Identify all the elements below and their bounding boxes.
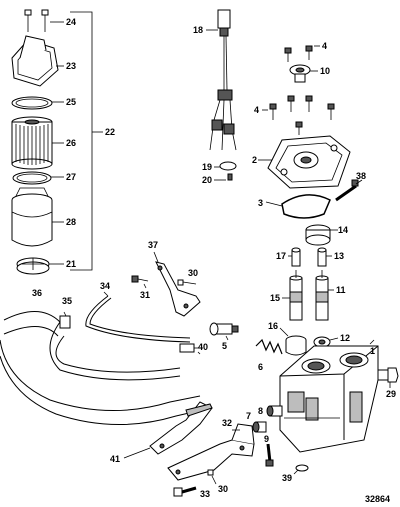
cover-plate-2	[258, 135, 351, 189]
line-34	[85, 291, 191, 343]
callout-17: 17	[276, 251, 286, 261]
washer-39	[293, 464, 309, 475]
insulator-13	[317, 247, 332, 267]
bracket-41	[123, 401, 213, 459]
callout-5: 5	[222, 341, 227, 351]
callout-7: 7	[246, 411, 251, 421]
bracket-37	[153, 251, 201, 317]
gasket-3	[265, 194, 331, 219]
screw-31	[131, 275, 149, 289]
callout-6: 6	[258, 362, 263, 372]
callout-10: 10	[320, 66, 330, 76]
callout-38: 38	[356, 171, 366, 181]
hose-36	[0, 311, 203, 425]
callout-28: 28	[66, 217, 76, 227]
drain-cap-21	[16, 257, 64, 275]
bolts-4-lower	[262, 95, 335, 135]
callout-21: 21	[66, 259, 76, 269]
filter-group-bracket	[70, 11, 103, 271]
fitting-9	[265, 443, 274, 467]
filter-cover-23	[11, 35, 64, 87]
cap-14	[305, 224, 338, 246]
callout-1: 1	[370, 346, 375, 356]
callout-14: 14	[338, 225, 348, 235]
stud-33	[173, 486, 197, 497]
fuel-pump-11	[315, 270, 334, 321]
wire-harness-18	[206, 9, 237, 151]
callout-11: 11	[336, 285, 346, 295]
callout-39: 39	[282, 473, 292, 483]
fuel-pump-15	[282, 270, 303, 321]
o-ring-27	[12, 171, 64, 185]
insulator-17	[288, 247, 301, 267]
fitting-5	[209, 322, 239, 341]
callout-15: 15	[270, 293, 280, 303]
callout-20: 20	[202, 175, 212, 185]
callout-36: 36	[32, 288, 42, 298]
callout-40: 40	[198, 342, 208, 352]
callout-37: 37	[148, 240, 158, 250]
cup-16	[279, 327, 307, 356]
hose-35	[49, 311, 181, 381]
callout-34: 34	[100, 281, 110, 291]
bolt-38	[335, 179, 363, 202]
callout-41: 41	[110, 454, 120, 464]
callout-30-bottom: 30	[218, 484, 228, 494]
callout-32: 32	[222, 418, 232, 428]
screw-24	[24, 9, 64, 32]
callout-33: 33	[200, 489, 210, 499]
callout-18: 18	[193, 25, 203, 35]
bolts-4-upper	[284, 45, 320, 62]
callout-35: 35	[62, 296, 72, 306]
screw-30-top	[177, 279, 197, 286]
figure-number: 32864	[365, 494, 390, 504]
housing-1	[279, 339, 379, 453]
callout-26: 26	[66, 138, 76, 148]
screw-30-bottom	[207, 469, 217, 485]
callout-9: 9	[264, 434, 269, 444]
fitting-10	[289, 64, 318, 83]
callout-23: 23	[66, 61, 76, 71]
fitting-8	[266, 405, 283, 417]
callout-25: 25	[66, 97, 76, 107]
bracket-32	[167, 423, 255, 481]
callout-3: 3	[258, 198, 263, 208]
callout-16: 16	[268, 321, 278, 331]
filter-element-26	[11, 116, 64, 170]
screw-20	[214, 173, 233, 181]
callout-8: 8	[258, 406, 263, 416]
callout-4-upper: 4	[322, 41, 327, 51]
callout-12: 12	[340, 333, 350, 343]
callout-2: 2	[252, 155, 257, 165]
callout-31: 31	[140, 290, 150, 300]
callout-4-lower: 4	[254, 105, 259, 115]
callout-24: 24	[66, 17, 76, 27]
callout-22: 22	[105, 127, 115, 137]
spring-6	[255, 338, 283, 355]
callout-13: 13	[334, 251, 344, 261]
callout-19: 19	[202, 162, 212, 172]
callout-30-top: 30	[188, 268, 198, 278]
fitting-7	[252, 421, 267, 433]
hose-fitting-40	[179, 343, 201, 355]
callout-27: 27	[66, 172, 76, 182]
grommet-19	[214, 161, 237, 171]
filter-bowl-28	[11, 187, 64, 247]
fitting-29	[377, 367, 399, 388]
callout-29: 29	[386, 389, 396, 399]
o-ring-25	[11, 96, 64, 110]
